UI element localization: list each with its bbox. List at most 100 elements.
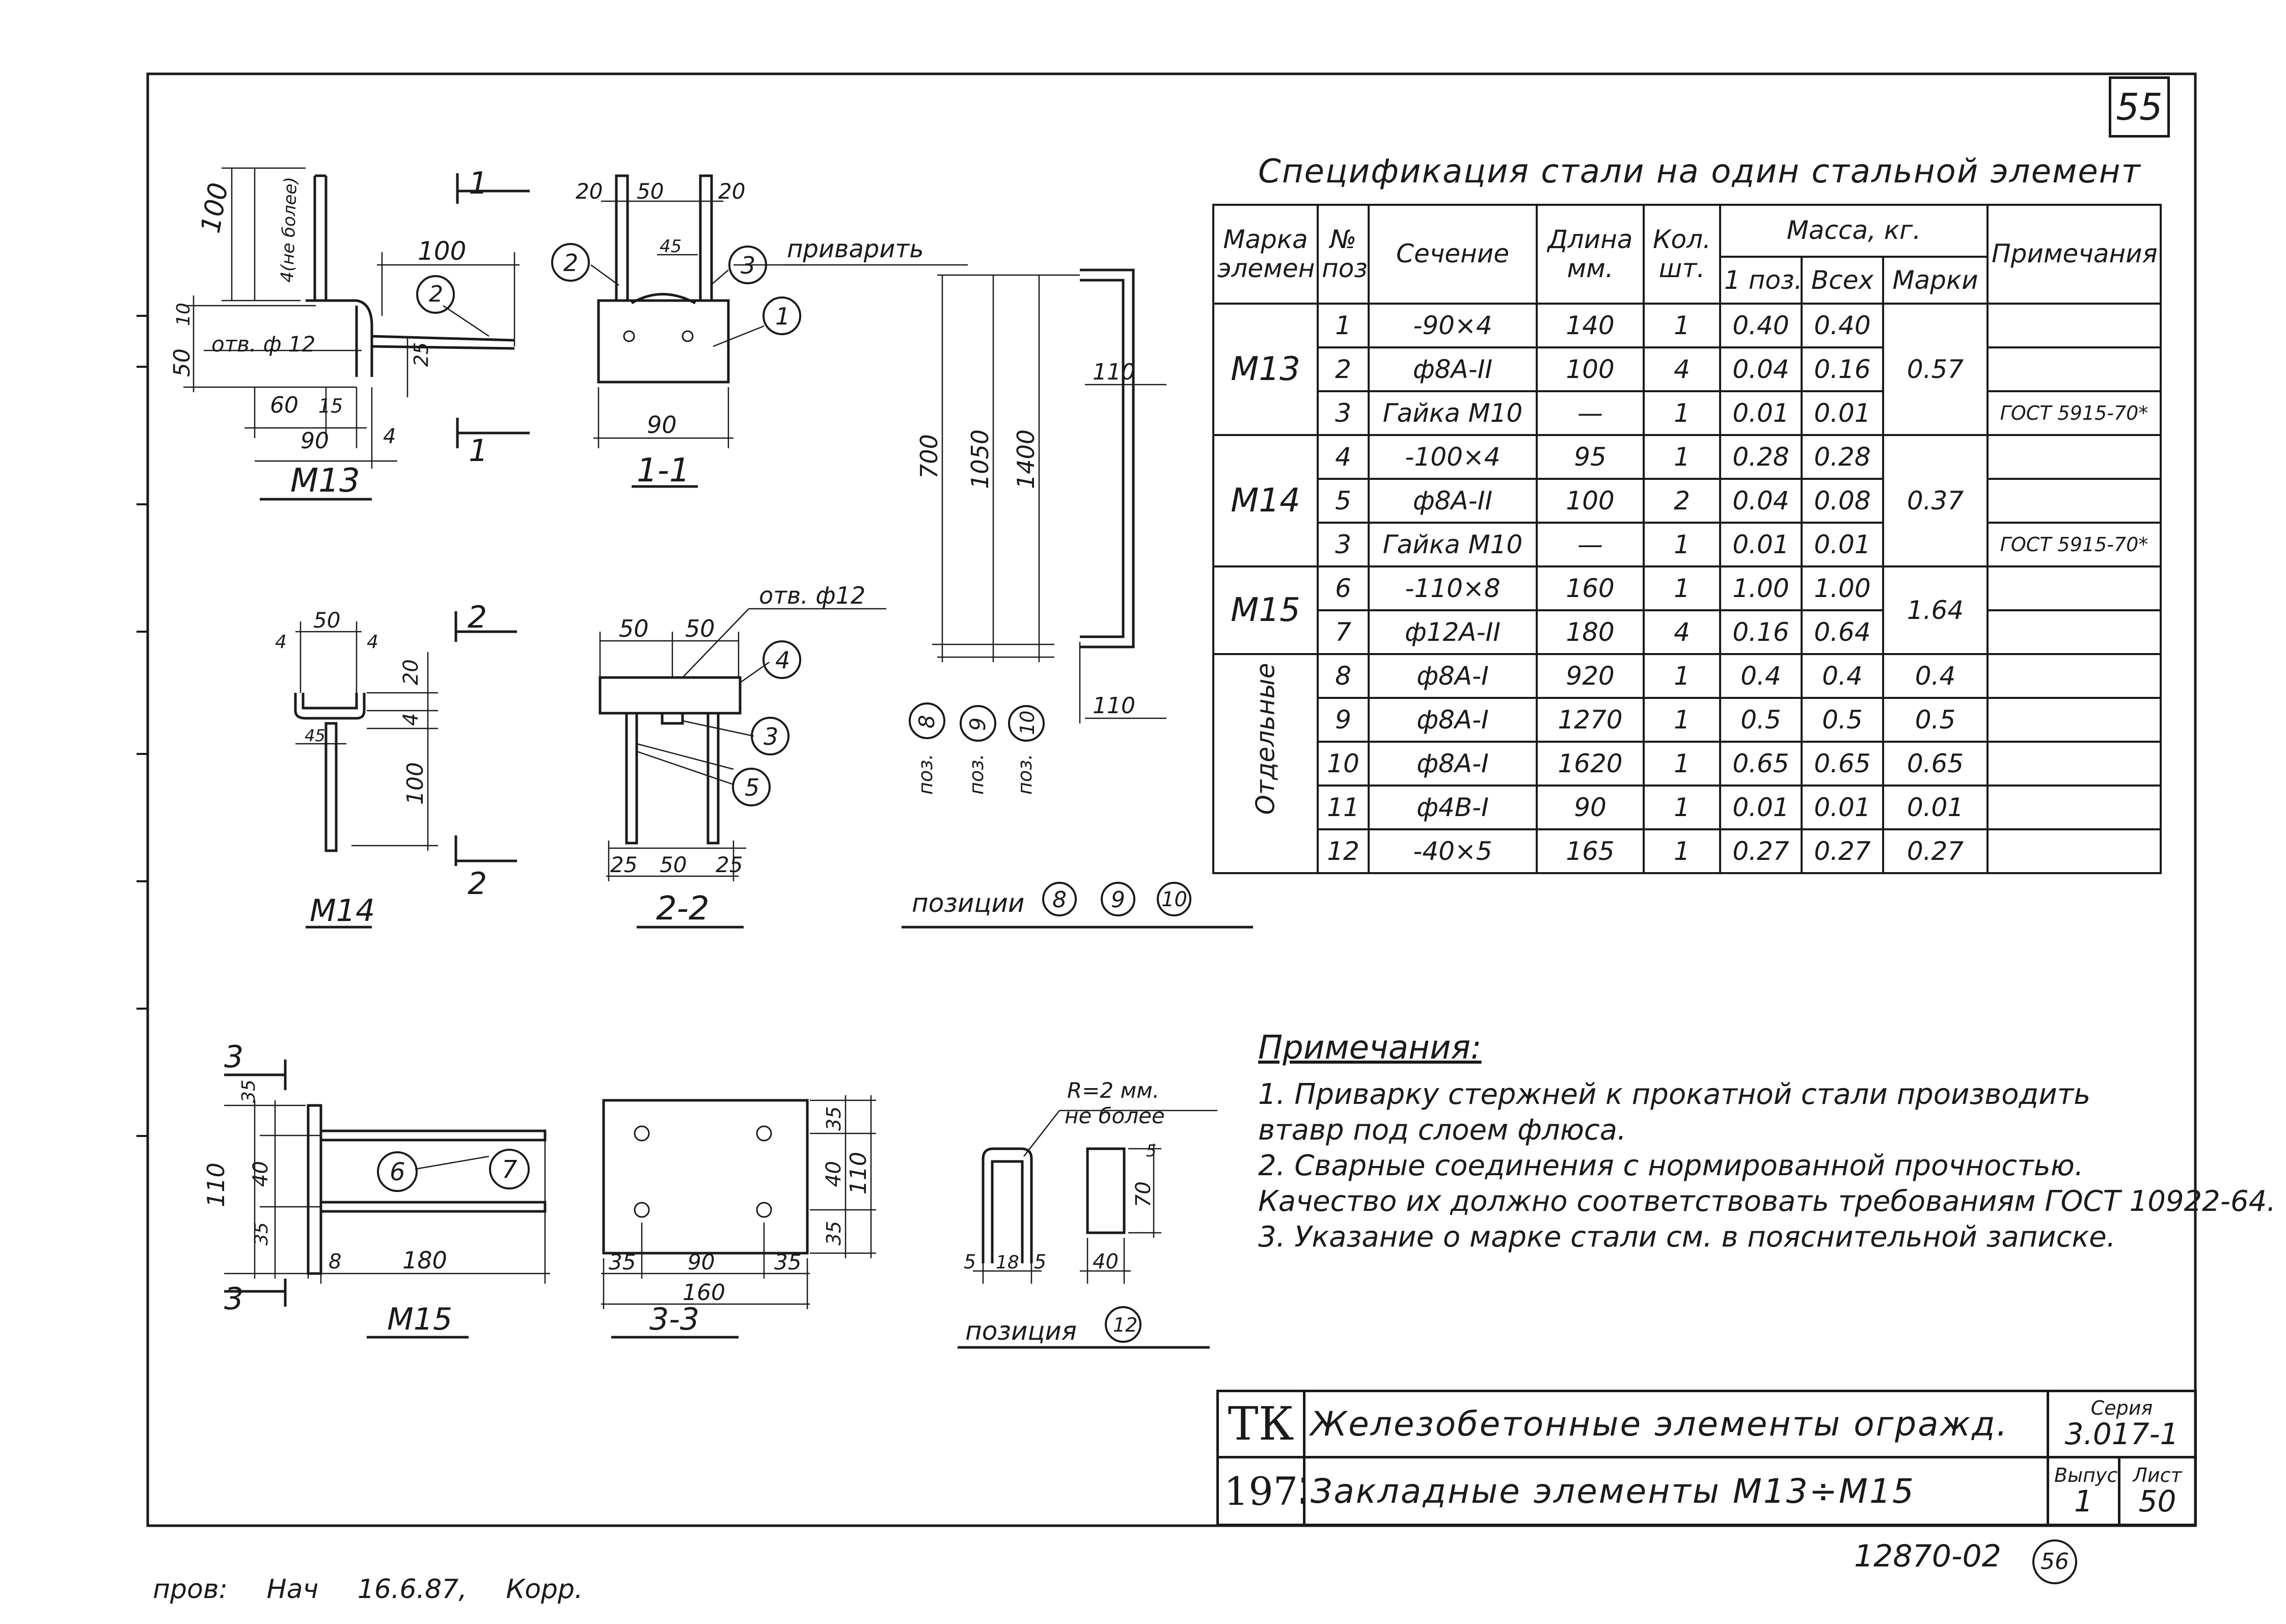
- m15-dim-35b: 35: [251, 1222, 272, 1246]
- spec-cell-section: ф8А-II: [1368, 346, 1538, 393]
- spec-header-pos: № поз.: [1317, 203, 1370, 305]
- spec-cell-qty: 2: [1643, 478, 1721, 524]
- s11-weld-note: приварить: [787, 235, 924, 263]
- note-line: 2. Сварные соединения с нормированной пр…: [1258, 1149, 2084, 1182]
- p10-pos-label: поз.: [1014, 754, 1036, 795]
- spec-cell-pos: 5: [1317, 478, 1370, 524]
- sub-sheet-number: 56: [2032, 1539, 2077, 1584]
- spec-header-mass-one: 1 поз.: [1719, 256, 1803, 305]
- title-block-series: 3.017-1: [2064, 1417, 2179, 1452]
- spec-cell-note: ГОСТ 5915-70*: [1986, 390, 2162, 437]
- m13-cut-1-bottom: 1: [469, 433, 488, 469]
- spec-header-section: Сечение: [1368, 203, 1538, 305]
- spec-cell-section: -90×4: [1368, 303, 1538, 349]
- m13-dim-25: 25: [410, 342, 432, 367]
- s11-dim-45: 45: [660, 236, 682, 257]
- p8-10-title-circle-10: 10: [1161, 888, 1187, 911]
- spec-cell-mass-one: 0.01: [1719, 522, 1803, 568]
- p12-radius-1: R=2 мм.: [1067, 1078, 1159, 1103]
- s22-hole-label: отв. ф12: [759, 582, 865, 609]
- spec-cell-note: [1986, 828, 2162, 875]
- p12-dim-40: 40: [1093, 1250, 1119, 1274]
- binding-ticks: [137, 315, 149, 1137]
- m14-dim-50: 50: [313, 608, 340, 633]
- m15-dim-35a: 35: [238, 1079, 259, 1103]
- spec-cell-section: -100×4: [1368, 434, 1538, 480]
- p8-10-title-circle-8: 8: [1052, 887, 1067, 913]
- spec-header-qty: Кол. шт.: [1643, 203, 1721, 305]
- spec-cell-mass-mark: 0.4: [1882, 653, 1989, 699]
- spec-cell-section: ф8А-I: [1368, 653, 1538, 699]
- spec-cell-pos: 10: [1317, 740, 1370, 787]
- m13-view: 100 4(не более) 100 10 50 отв. ф 12 25 6…: [169, 166, 530, 501]
- spec-cell-note: [1986, 303, 2162, 349]
- m13-title: М13: [290, 462, 360, 500]
- spec-cell-mass-one: 0.65: [1719, 740, 1803, 787]
- check-line: пров: Нач 16.6.87, Корр.: [153, 1574, 614, 1605]
- p8-pos-label: поз.: [914, 754, 937, 795]
- spec-cell-qty: 4: [1643, 609, 1721, 656]
- s11-title: 1-1: [637, 452, 690, 490]
- spec-cell-mass-all: 0.01: [1801, 784, 1884, 830]
- s33-v40: 40: [822, 1161, 846, 1187]
- s22-dim-50c: 50: [660, 852, 687, 877]
- p8-10-title: позиции: [912, 888, 1024, 918]
- spec-cell-mass-all: 0.16: [1801, 346, 1884, 393]
- check-date: 16.6.87,: [357, 1574, 467, 1605]
- spec-cell-length: 95: [1536, 434, 1645, 480]
- m14-title: М14: [310, 893, 375, 929]
- m15-callout-6: 6: [390, 1158, 405, 1186]
- spec-cell-length: —: [1536, 522, 1645, 568]
- m13-dim-60: 60: [270, 392, 298, 418]
- m15-view: 35 110 40 35 8 180 6 7 3 3 М15: [202, 1039, 550, 1339]
- m15-dim-110: 110: [202, 1162, 230, 1207]
- spec-cell-section: -40×5: [1368, 828, 1538, 875]
- spec-cell-section: ф4В-I: [1368, 784, 1538, 830]
- spec-cell-pos: 12: [1317, 828, 1370, 875]
- m14-dim-4c: 4: [399, 713, 423, 726]
- spec-title: Спецификация стали на один стальной элем…: [1258, 153, 2141, 191]
- spec-cell-length: —: [1536, 390, 1645, 437]
- m13-dim-no-more: 4(не более): [277, 177, 301, 283]
- spec-cell-length: 90: [1536, 784, 1645, 830]
- m14-cut-2-bottom: 2: [468, 866, 487, 902]
- spec-header-mass-all: Всех: [1801, 256, 1884, 305]
- m13-dim-100b: 100: [418, 236, 466, 266]
- spec-cell-section: ф8А-II: [1368, 478, 1538, 524]
- spec-header-mark: Марка элемента: [1212, 203, 1319, 305]
- spec-cell-qty: 1: [1643, 565, 1721, 612]
- m15-dim-8: 8: [329, 1250, 341, 1274]
- spec-cell-pos: 9: [1317, 697, 1370, 743]
- m15-callout-7: 7: [502, 1155, 518, 1184]
- spec-cell-section: Гайка М10: [1368, 390, 1538, 437]
- spec-cell-length: 140: [1536, 303, 1645, 349]
- spec-cell-mark: М14: [1212, 434, 1319, 568]
- spec-cell-mass-mark: 0.27: [1882, 828, 1989, 875]
- section-2-2-view: 50 50 отв. ф12 4 3 5 25 50 25 2-2: [598, 582, 886, 929]
- m15-dim-40: 40: [249, 1161, 273, 1187]
- sheet-number: 55: [2109, 76, 2170, 138]
- spec-cell-separate-label: Отдельные позиции: [1212, 653, 1319, 874]
- spec-cell-note: [1986, 740, 2162, 787]
- spec-cell-qty: 1: [1643, 784, 1721, 830]
- s11-callout-3: 3: [741, 252, 755, 279]
- p12-title-circle: 12: [1113, 1314, 1137, 1336]
- p8-10-circle-8: 8: [914, 715, 939, 728]
- s11-dim-20a: 20: [576, 179, 603, 204]
- m13-dim-4: 4: [383, 425, 396, 448]
- s33-dim-35b: 35: [774, 1250, 801, 1275]
- spec-cell-pos: 3: [1317, 522, 1370, 568]
- spec-cell-note: ГОСТ 5915-70*: [1986, 522, 2162, 568]
- p12-dim-70: 70: [1132, 1181, 1155, 1207]
- spec-cell-section: ф8А-I: [1368, 740, 1538, 787]
- spec-cell-length: 920: [1536, 653, 1645, 699]
- title-block-title-2: Закладные элементы М13÷М15: [1303, 1456, 2049, 1526]
- s33-v35a: 35: [823, 1106, 845, 1131]
- s33-title: 3-3: [649, 1302, 699, 1337]
- position-12-view: R=2 мм. не более 5 18 5 40 70 5 позиция …: [958, 1078, 1217, 1349]
- m13-cut-1-top: 1: [469, 166, 488, 201]
- spec-cell-note: [1986, 697, 2162, 743]
